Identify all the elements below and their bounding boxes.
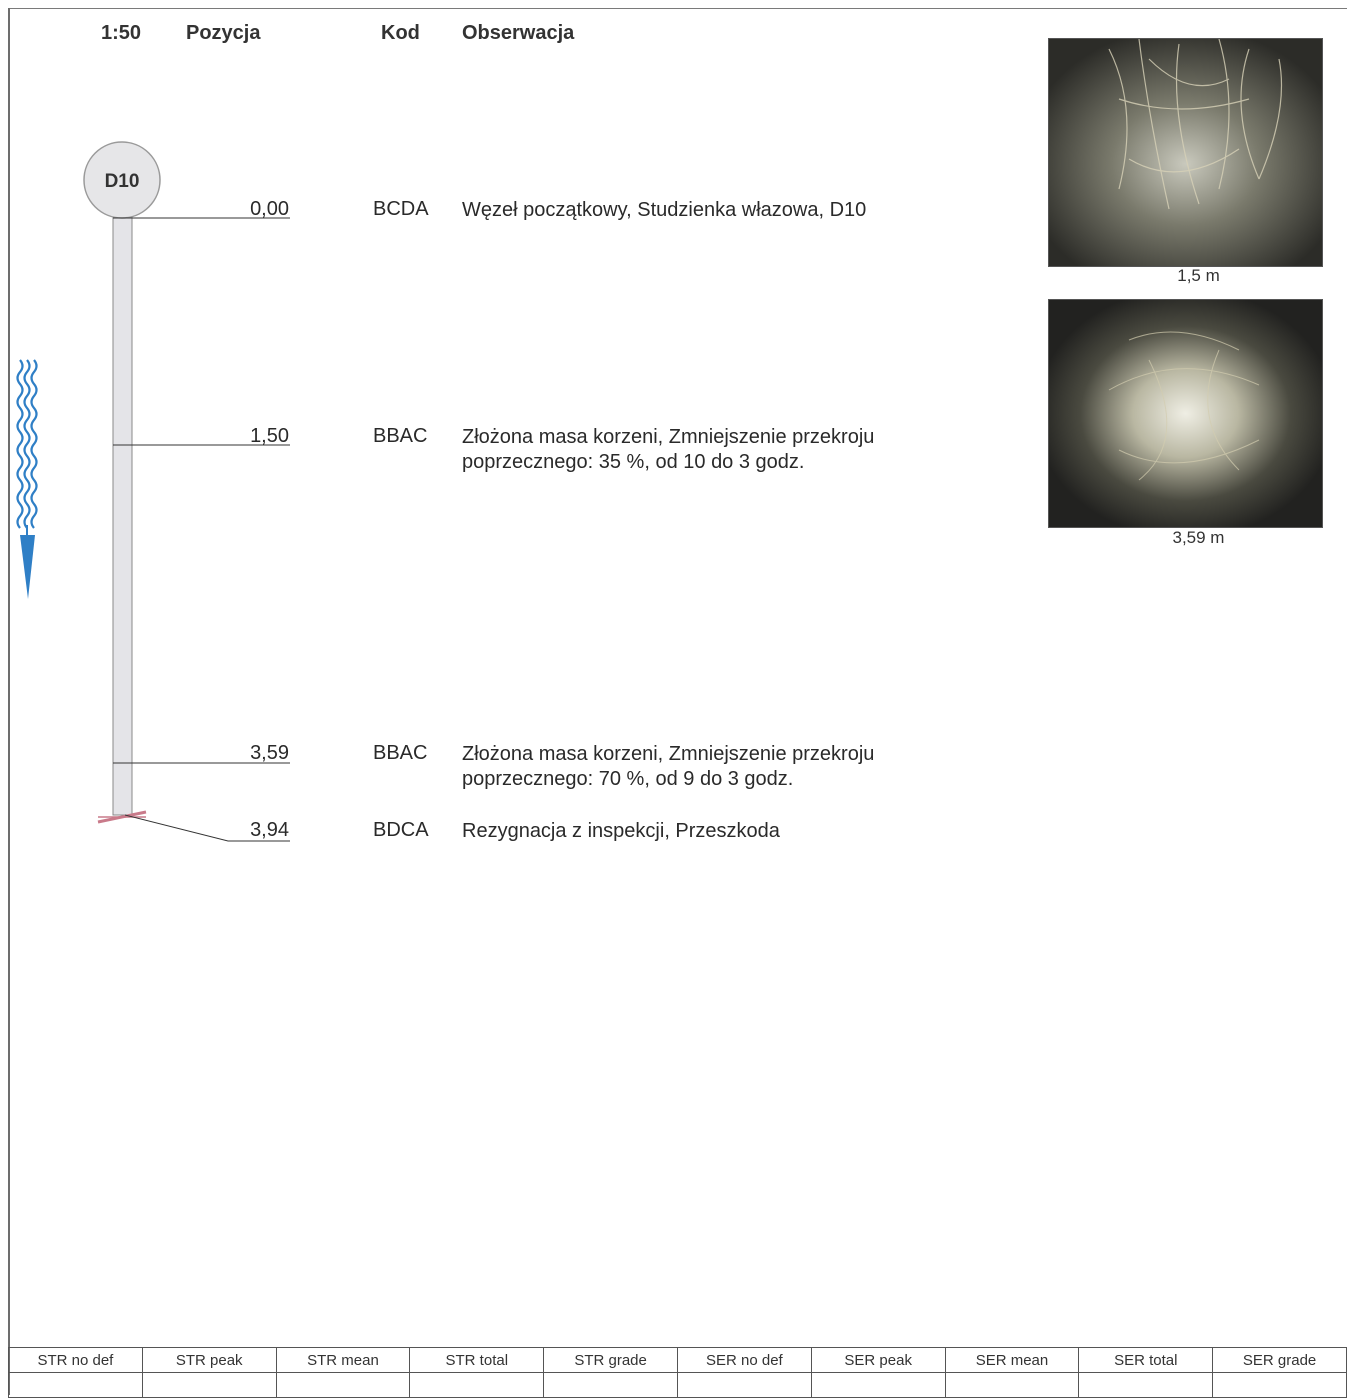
observation-code: BBAC [373, 742, 428, 764]
observation-text: Węzeł początkowy, Studzienka włazowa, D1… [462, 199, 867, 221]
table-value-cell [409, 1372, 545, 1398]
observation-header: Obserwacja [462, 22, 575, 44]
table-header-cell: STR no def [8, 1347, 143, 1373]
node-label: D10 [105, 171, 140, 192]
flow-direction-icon [16, 359, 38, 599]
position-value: 3,94 [250, 819, 289, 841]
observation-text: Złożona masa korzeni, Zmniejszenie przek… [462, 743, 875, 790]
table-header-cell: STR grade [543, 1347, 678, 1373]
table-header-cell: SER mean [944, 1347, 1080, 1373]
scale-header: 1:50 [101, 22, 142, 44]
position-value: 0,00 [250, 198, 289, 220]
photo-caption: 3,59 m [1172, 528, 1225, 547]
table-value-cell [1078, 1372, 1214, 1398]
table-header-cell: SER no def [676, 1347, 812, 1373]
table-header-cell: STR peak [141, 1347, 277, 1373]
pipe-diagram: D10 [83, 141, 290, 842]
pipe-body [112, 214, 133, 816]
table-header-cell: SER grade [1212, 1347, 1347, 1373]
end-leader-line [124, 814, 290, 842]
inspection-photo[interactable] [1048, 38, 1323, 267]
observation-text: Rezygnacja z inspekcji, Przeszkoda [462, 820, 780, 842]
position-value: 1,50 [250, 425, 289, 447]
observation-text: Złożona masa korzeni, Zmniejszenie przek… [462, 426, 875, 473]
page-frame-left [8, 8, 10, 1395]
observation-code: BBAC [373, 425, 428, 447]
table-value-cell [141, 1372, 277, 1398]
table-header-cell: STR mean [275, 1347, 411, 1373]
table-header-cell: SER total [1078, 1347, 1214, 1373]
table-value-cell [543, 1372, 678, 1398]
position-header: Pozycja [186, 22, 261, 44]
position-value: 3,59 [250, 742, 289, 764]
page-frame-top [8, 8, 1347, 9]
table-value-cell [810, 1372, 946, 1398]
inspection-photo[interactable] [1048, 299, 1323, 528]
table-value-cell [676, 1372, 812, 1398]
code-header: Kod [381, 22, 420, 44]
photo-caption: 1,5 m [1177, 266, 1220, 285]
table-value-cell [1212, 1372, 1347, 1398]
table-value-cell [944, 1372, 1080, 1398]
observation-code: BDCA [373, 819, 429, 841]
observation-code: BCDA [373, 198, 429, 220]
table-value-cell [275, 1372, 411, 1398]
table-value-cell [8, 1372, 143, 1398]
condition-grades-table: STR no def STR peak STR mean STR total S… [8, 1347, 1347, 1398]
table-header-cell: SER peak [810, 1347, 946, 1373]
table-header-cell: STR total [409, 1347, 545, 1373]
